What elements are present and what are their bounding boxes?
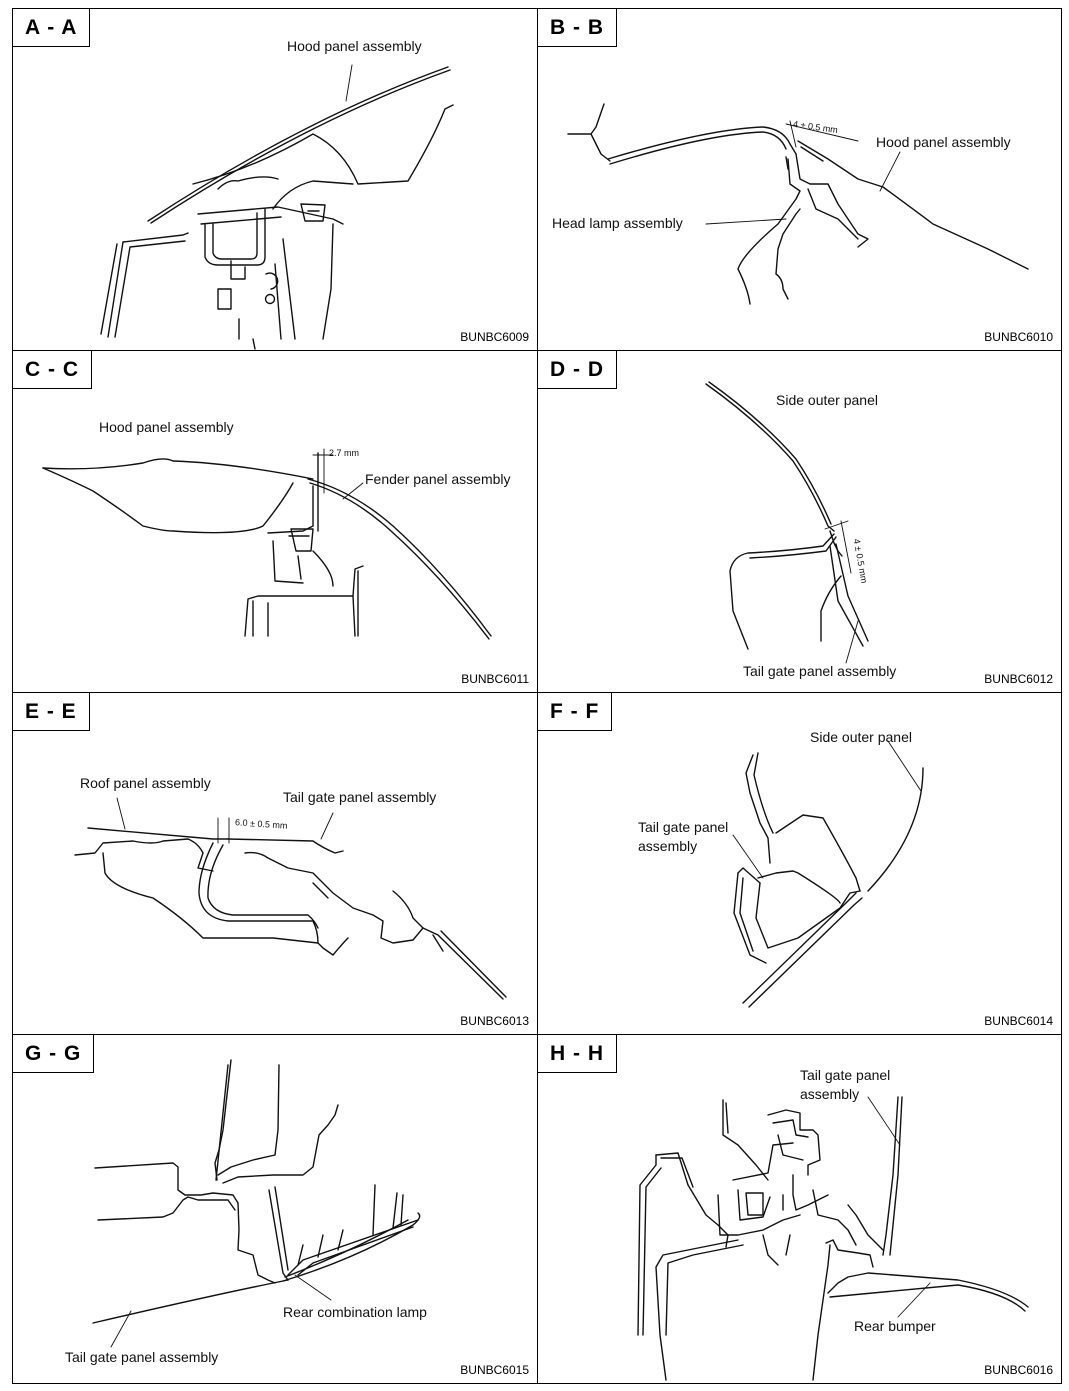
label-fender-panel-assembly: Fender panel assembly	[365, 471, 511, 487]
section-b-b-drawing	[567, 103, 1029, 305]
label-hood-panel-assembly: Hood panel assembly	[99, 419, 234, 435]
section-g-g-drawing	[92, 1059, 421, 1348]
section-f-f: F - F Side outer panel Tail gate panel a…	[537, 692, 1062, 1035]
section-c-c-drawing	[42, 448, 492, 640]
figure-code: BUNBC6009	[460, 330, 529, 344]
section-a-a-drawing	[100, 64, 454, 350]
section-d-d: D - D Side outer panel 4 ± 0.5 mm Tail g…	[537, 350, 1062, 693]
section-h-h: H - H Tail gate panel assembly Rear bump…	[537, 1034, 1062, 1384]
label-rear-combination-lamp: Rear combination lamp	[283, 1304, 427, 1320]
label-hood-panel-assembly: Hood panel assembly	[287, 38, 422, 54]
section-tag: E - E	[13, 693, 90, 731]
section-h-h-drawing	[637, 1096, 1029, 1381]
label-tail-gate-panel-assembly: Tail gate panel assembly	[800, 1067, 891, 1102]
label-head-lamp-assembly: Head lamp assembly	[552, 215, 683, 231]
figure-code: BUNBC6011	[461, 672, 529, 686]
section-c-c: C - C Hood panel assembly 2.7 mm Fender …	[12, 350, 538, 693]
section-b-b: B - B 4 ± 0.5 mm Hood panel assembly Hea…	[537, 8, 1062, 351]
figure-code: BUNBC6010	[984, 330, 1053, 344]
section-f-f-drawing	[732, 740, 924, 1008]
section-d-d-drawing	[705, 381, 869, 664]
section-tag: D - D	[538, 351, 617, 389]
section-e-e-drawing	[74, 797, 507, 1000]
figure-code: BUNBC6015	[460, 1363, 529, 1377]
label-rear-bumper: Rear bumper	[854, 1318, 936, 1334]
figure-code: BUNBC6014	[984, 1014, 1053, 1028]
label-tail-gate-panel-assembly: Tail gate panel assembly	[743, 663, 897, 679]
label-tail-gate-panel-assembly: Tail gate panel assembly	[283, 789, 437, 805]
section-e-e: E - E Roof panel assembly Tail gate pane…	[12, 692, 538, 1035]
section-tag: H - H	[538, 1035, 617, 1073]
label-tail-gate-panel-assembly: Tail gate panel assembly	[638, 819, 729, 854]
section-a-a: A - A Hood panel assembly BUNBC6009	[12, 8, 538, 351]
section-tag: A - A	[13, 9, 91, 47]
label-side-outer-panel: Side outer panel	[776, 392, 878, 408]
section-tag: C - C	[13, 351, 92, 389]
section-tag: F - F	[538, 693, 613, 731]
section-tag: B - B	[538, 9, 617, 47]
label-hood-panel-assembly: Hood panel assembly	[876, 134, 1011, 150]
section-g-g: G - G Rear combination lamp Tail gate pa…	[12, 1034, 538, 1384]
figure-code: BUNBC6016	[984, 1363, 1053, 1377]
figure-code: BUNBC6012	[984, 672, 1053, 686]
label-roof-panel-assembly: Roof panel assembly	[80, 775, 211, 791]
section-tag: G - G	[13, 1035, 95, 1073]
label-side-outer-panel: Side outer panel	[810, 729, 912, 745]
label-tail-gate-panel-assembly: Tail gate panel assembly	[65, 1349, 219, 1365]
figure-code: BUNBC6013	[460, 1014, 529, 1028]
dimension-label: 2.7 mm	[329, 448, 360, 458]
